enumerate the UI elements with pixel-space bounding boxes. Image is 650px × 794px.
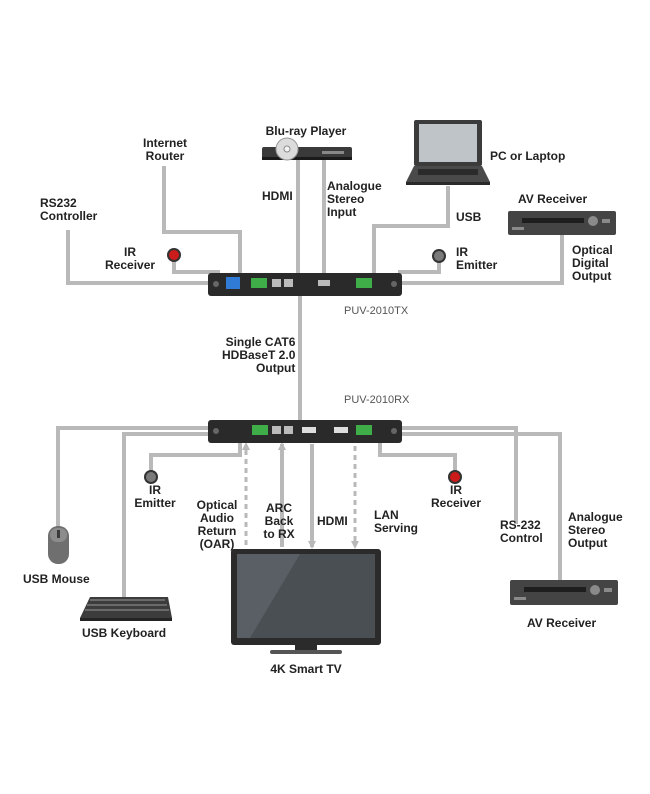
rs232-control-wire — [398, 426, 518, 524]
ir-emitter-wire-top — [398, 258, 441, 274]
laptop-icon — [406, 120, 490, 185]
blu-ray-player-icon — [262, 137, 352, 161]
ir-emitter-bottom-icon — [144, 470, 158, 484]
label-av-receiver-top: AV Receiver — [518, 192, 588, 206]
label-hdmi-bottom: HDMI — [317, 514, 348, 528]
usb-mouse-icon — [48, 526, 69, 564]
ir-receiver-wire-bottom — [378, 440, 457, 474]
av-receiver-bottom-icon — [510, 580, 618, 605]
router-wire — [162, 166, 242, 278]
label-tx-model: PUV-2010TX — [344, 305, 409, 317]
smart-tv-icon — [231, 549, 381, 654]
usb-wire-top — [372, 186, 450, 278]
ir-emitter-top-icon — [432, 249, 446, 263]
label-usb-mouse: USB Mouse — [23, 572, 90, 586]
av-receiver-top-icon — [508, 211, 616, 235]
analogue-output-wire — [398, 432, 562, 582]
label-pc-laptop: PC or Laptop — [490, 149, 566, 163]
keyboard-wire — [122, 432, 214, 598]
label-usb-keyboard: USB Keyboard — [82, 626, 167, 640]
ir-emitter-wire-bottom — [149, 440, 242, 474]
label-av-receiver-bottom: AV Receiver — [527, 616, 597, 630]
rx-unit-icon — [208, 420, 402, 443]
label-blu-ray-player: Blu-ray Player — [265, 124, 347, 138]
label-hdmi-top: HDMI — [262, 189, 293, 203]
optical-wire-top — [398, 234, 564, 285]
ir-receiver-wire-top — [172, 256, 220, 274]
label-rx-model: PUV-2010RX — [344, 394, 410, 406]
ir-receiver-bottom-icon — [448, 470, 462, 484]
rs232-wire — [66, 230, 215, 285]
label-usb-top: USB — [456, 210, 482, 224]
label-smart-tv: 4K Smart TV — [270, 662, 342, 676]
mouse-wire — [56, 426, 214, 530]
rx-wires — [56, 426, 562, 598]
tx-wires — [66, 160, 564, 422]
tx-unit-icon — [208, 273, 402, 296]
usb-keyboard-icon — [80, 597, 172, 621]
ir-receiver-top-icon — [167, 248, 181, 262]
